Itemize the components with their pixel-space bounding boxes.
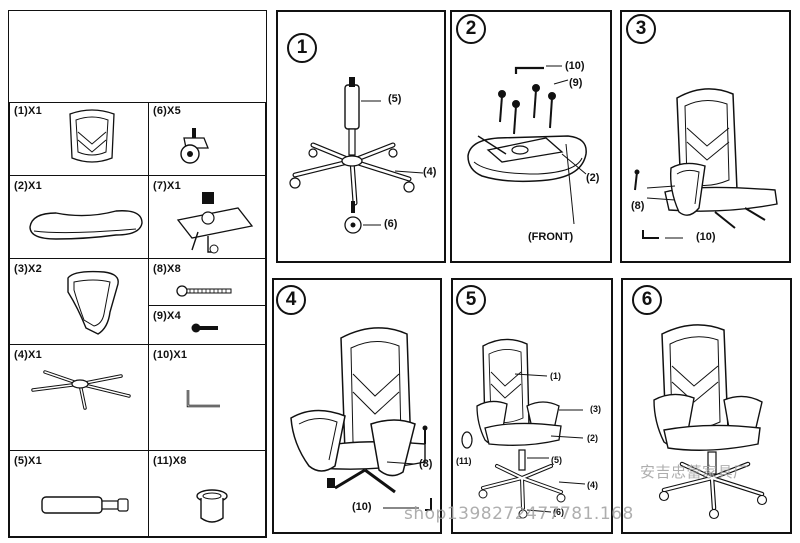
part-cell-short-bolt [148, 305, 266, 345]
step-5-drawing [461, 338, 586, 519]
step-1-callout-5: (5) [388, 93, 402, 105]
backrest-drawing [69, 109, 115, 163]
part-label-backrest: (1)X1 [14, 105, 42, 117]
part-label-short-bolt: (9)X4 [153, 310, 181, 322]
step-4-callout-10: (10) [352, 501, 372, 513]
part-cell-long-bolt [148, 258, 266, 306]
armrest-drawing [67, 270, 119, 335]
step-2-front-label: (FRONT) [528, 231, 574, 243]
step-3-number: 3 [626, 14, 656, 44]
step-5-callout-1: (1) [550, 371, 561, 381]
step-5-callout-3: (3) [590, 404, 601, 414]
cap-drawing [196, 489, 228, 523]
parts-header-empty [9, 11, 266, 103]
part-label-gas-lift: (5)X1 [14, 455, 42, 467]
seat-drawing [29, 210, 143, 240]
step-5-callout-6: (6) [553, 507, 564, 517]
step-6-number: 6 [632, 285, 662, 315]
gas-lift-drawing [41, 496, 129, 514]
part-label-seat: (2)X1 [14, 180, 42, 192]
step-5-callout-5: (5) [551, 455, 562, 465]
step-3-callout-10: (10) [696, 231, 716, 243]
step-4-drawing [290, 327, 432, 511]
step-2-number: 2 [456, 14, 486, 44]
part-label-cap: (11)X8 [153, 455, 187, 467]
watermark-shop-name: 安吉忠蕾家具厂 [640, 463, 749, 481]
part-label-base: (4)X1 [14, 349, 42, 361]
step-1-callout-4: (4) [423, 166, 437, 178]
base-drawing [31, 370, 131, 410]
step-5-callout-4: (4) [587, 480, 598, 490]
step-1-drawing [289, 77, 424, 234]
step-2-callout-2: (2) [586, 172, 600, 184]
step-1-number: 1 [287, 33, 317, 63]
part-label-mechanism: (7)X1 [153, 180, 181, 192]
watermark-shop-url: shop1398272477781.168 [404, 504, 634, 524]
step-5-number: 5 [456, 285, 486, 315]
part-label-armrest: (3)X2 [14, 263, 42, 275]
step-3-callout-8: (8) [631, 200, 645, 212]
step-4-callout-8: (8) [419, 458, 433, 470]
allen-key-drawing [186, 390, 220, 408]
step-2-drawing [467, 65, 587, 225]
step-6-drawing [653, 324, 768, 520]
step-5-callout-2: (2) [587, 433, 598, 443]
part-cell-allen-key [148, 344, 266, 451]
step-6-panel [621, 278, 792, 534]
caster-drawing [180, 128, 209, 164]
part-label-allen-key: (10)X1 [153, 349, 188, 361]
step-5-callout-11: (11) [456, 456, 472, 466]
step-4-number: 4 [276, 285, 306, 315]
step-2-callout-9: (9) [569, 77, 583, 89]
step-1-callout-6: (6) [384, 218, 398, 230]
step-3-drawing [634, 88, 778, 239]
mechanism-drawing [176, 192, 254, 254]
part-label-long-bolt: (8)X8 [153, 263, 181, 275]
long-bolt-drawing [176, 285, 232, 297]
part-cell-base [9, 344, 149, 451]
part-label-caster: (6)X5 [153, 105, 181, 117]
short-bolt-drawing [191, 323, 218, 333]
step-2-callout-10: (10) [565, 60, 585, 72]
